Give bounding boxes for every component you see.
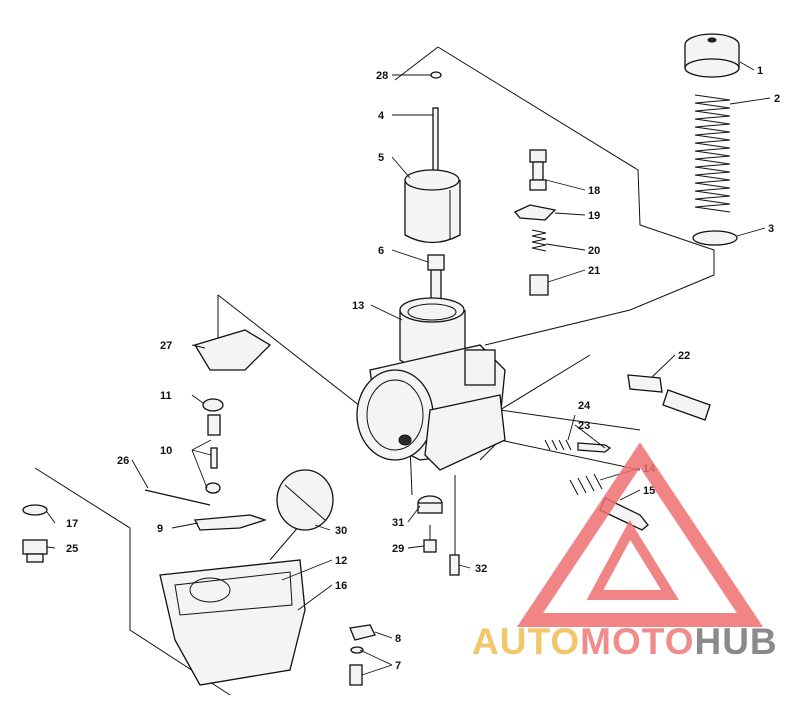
callout-26: 26	[117, 455, 129, 467]
callout-21: 21	[588, 265, 600, 277]
callout-1: 1	[757, 65, 763, 77]
plug-part	[22, 539, 48, 563]
callout-11: 11	[160, 390, 172, 402]
bracket-part	[349, 624, 376, 641]
watermark-triangle-icon	[516, 442, 764, 627]
callout-16: 16	[335, 580, 347, 592]
carburetor-body-part	[356, 297, 506, 471]
float-bowl-part	[159, 559, 306, 686]
callout-22: 22	[678, 350, 690, 362]
float-valve-part	[417, 495, 443, 514]
tube-part	[427, 254, 445, 311]
float-arm-part	[193, 514, 268, 531]
callout-leaders	[46, 61, 771, 676]
watermark-text-hub: HUB	[694, 621, 777, 662]
clip-part	[430, 71, 442, 79]
callout-7: 7	[395, 660, 401, 672]
idle-spring-part	[544, 439, 572, 451]
callout-28: 28	[376, 70, 388, 82]
throttle-slide-part	[404, 169, 461, 244]
callout-27: 27	[160, 340, 172, 352]
drain-screw-part	[449, 554, 460, 576]
idle-screw-part	[577, 442, 612, 453]
oring-part	[22, 504, 48, 516]
callout-6: 6	[378, 245, 384, 257]
callout-18: 18	[588, 185, 600, 197]
watermark-inner-triangle-icon	[586, 519, 679, 600]
jet-part	[529, 149, 547, 191]
washer-part	[350, 646, 364, 654]
callout-31: 31	[392, 517, 404, 529]
float-pin-part	[144, 489, 211, 506]
float-needle-part	[205, 414, 221, 494]
callout-17: 17	[66, 518, 78, 530]
callout-29: 29	[392, 543, 404, 555]
callout-12: 12	[335, 555, 347, 567]
callout-30: 30	[335, 525, 347, 537]
callout-10: 10	[160, 445, 172, 457]
cap-part	[684, 33, 740, 78]
callout-3: 3	[768, 223, 774, 235]
callout-2: 2	[774, 93, 780, 105]
callout-24: 24	[578, 400, 591, 412]
watermark-text: AUTOMOTOHUB	[472, 621, 778, 662]
callout-20: 20	[588, 245, 600, 257]
callout-9: 9	[157, 523, 163, 535]
pilot-spring-part	[569, 473, 603, 496]
retainer-part	[692, 230, 738, 246]
watermark-logo	[516, 442, 764, 627]
callout-32: 32	[475, 563, 487, 575]
callout-15: 15	[643, 485, 655, 497]
valve-part	[529, 274, 549, 296]
callout-8: 8	[395, 633, 401, 645]
callout-13: 13	[352, 300, 364, 312]
callout-5: 5	[378, 152, 384, 164]
gasket-part	[513, 204, 557, 221]
hose-part	[627, 374, 711, 421]
watermark-text-auto: AUTO	[472, 621, 580, 662]
float-bowl-gasket-part	[194, 329, 272, 371]
watermark-text-moto: MOTO	[580, 621, 694, 662]
needle-seat-part	[202, 398, 224, 412]
float-part	[276, 469, 334, 531]
callout-23: 23	[578, 420, 590, 432]
callout-4: 4	[378, 110, 385, 122]
main-jet-part	[423, 539, 437, 553]
spring-part	[694, 94, 731, 213]
bolt-part	[349, 664, 363, 686]
small-spring-part	[531, 229, 547, 252]
callout-19: 19	[588, 210, 600, 222]
callout-25: 25	[66, 543, 78, 555]
